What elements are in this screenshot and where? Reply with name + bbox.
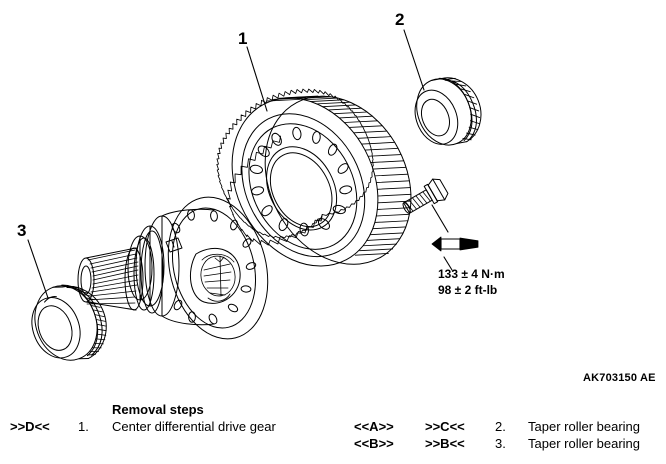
gear-center-bore-inner (269, 152, 333, 228)
gear-teeth-front (216, 88, 374, 246)
leader-line-3 (27, 239, 49, 299)
diff-case-id-boss (165, 237, 183, 253)
legend-row-3-name: Taper roller bearing (528, 436, 641, 451)
leader-line-1 (246, 46, 268, 112)
bearing2-bore (420, 98, 450, 137)
legend-row-2-marker-left: <<A>> (354, 419, 394, 434)
gear-outer-rim (231, 97, 379, 267)
gear-tooth-band (266, 95, 412, 256)
torque-arrow-symbol (431, 236, 479, 252)
center-differential-case (77, 196, 269, 340)
leader-line-2 (403, 29, 425, 91)
gear-face-plateau (241, 113, 366, 258)
diff-internal-bevel-gears (200, 253, 236, 302)
diff-flange-bolt-holes (171, 209, 257, 325)
legend-row-2-name: Taper roller bearing (528, 419, 641, 434)
diff-case-barrel-top (161, 208, 215, 217)
legend-row-2-index: 2. (495, 419, 506, 434)
bearing3-cage-rim-front (61, 284, 99, 357)
bearing3-outer-ring (34, 285, 98, 361)
diff-flange-outer (167, 196, 269, 340)
diff-output-spline-shaft (77, 247, 144, 311)
bearing2-cage-rim-back (444, 79, 477, 141)
torque-spec-imperial: 98 ± 2 ft-lb (438, 283, 498, 297)
legend-row-3-marker-left: <<B>> (354, 436, 394, 451)
bearing2-outer-ring (416, 78, 472, 146)
callout-number-1: 1 (238, 29, 248, 48)
leader-line-bolt-to-torque (431, 204, 449, 233)
diff-shaft-shoulder-2 (140, 230, 164, 314)
taper-roller-bearing-lower (31, 284, 107, 361)
removal-steps-heading: Removal steps (112, 402, 204, 417)
gear-center-bore-outer (266, 146, 338, 231)
hex-head-bolt (402, 178, 449, 214)
legend-row-1-index: 1. (78, 419, 89, 434)
diff-case-window (189, 247, 241, 304)
bearing2-front-face (414, 89, 459, 145)
taper-roller-bearing-upper (414, 77, 482, 146)
bearing3-front-face (31, 297, 81, 359)
diff-shaft-shoulder-1 (133, 237, 155, 311)
legend-row-3-marker-mid: >>B<< (425, 436, 465, 451)
legend-row-3-index: 3. (495, 436, 506, 451)
legend-row-1-name: Center differential drive gear (112, 419, 276, 434)
callout-number-2: 2 (395, 10, 405, 29)
diff-case-barrel-bot (161, 315, 215, 326)
bearing3-back-edge (61, 285, 107, 359)
gear-bolt-holes (249, 126, 353, 237)
center-differential-drive-gear (216, 88, 412, 267)
bearing3-bore (37, 305, 73, 351)
drawing-id-label: AK703150 AE (583, 372, 656, 384)
leader-line-torque-to-text (443, 256, 453, 271)
legend-row-2-marker-mid: >>C<< (425, 419, 465, 434)
torque-spec-metric: 133 ± 4 N·m (438, 267, 505, 281)
bearing3-cage-rim-back (66, 287, 103, 356)
callout-number-3: 3 (17, 221, 27, 240)
legend-row-1-marker-left: >>D<< (10, 419, 50, 434)
bolt-shank (403, 189, 433, 214)
gear-face-step (248, 123, 358, 250)
